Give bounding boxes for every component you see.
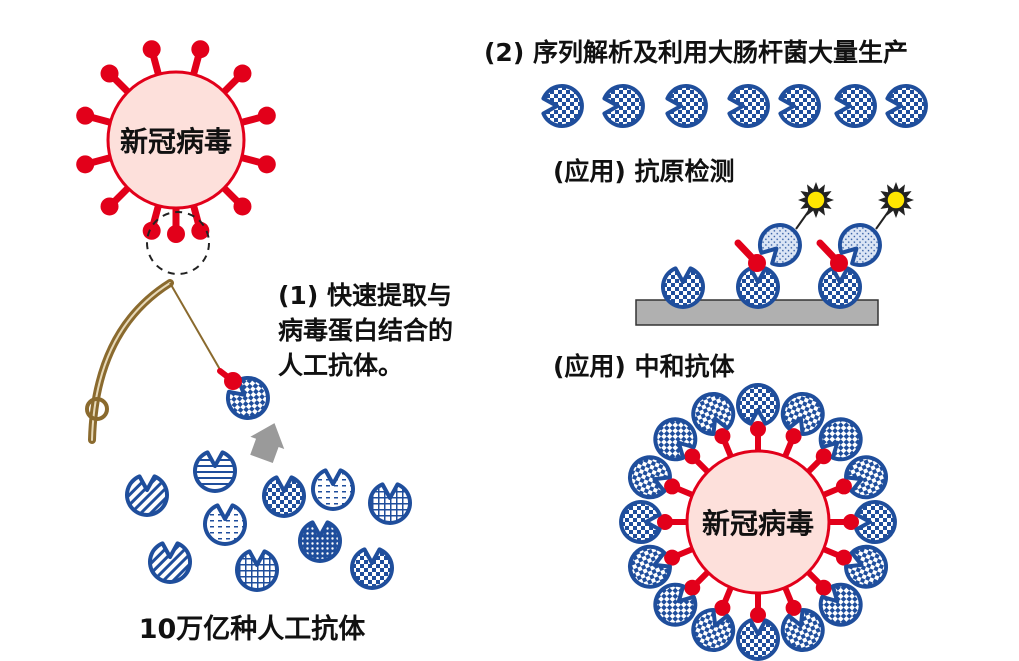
- spike-tip: [76, 155, 95, 174]
- library-antibody: [125, 474, 169, 517]
- produced-antibody: [665, 84, 708, 128]
- spike-tip: [76, 106, 95, 125]
- fishing-line: [169, 282, 223, 374]
- spike-tip: [750, 607, 766, 623]
- spike-tip: [257, 106, 276, 125]
- spike-tip: [664, 478, 681, 495]
- spike-tip: [142, 40, 161, 59]
- highlight-circle: [146, 211, 210, 275]
- spike-tip: [815, 448, 832, 465]
- signal-star-icon: [798, 182, 834, 218]
- virus-top-left: 新冠病毒: [76, 40, 276, 243]
- spike-tip: [684, 448, 701, 465]
- library-antibody: [298, 520, 342, 563]
- neutralizing-antibodies: [619, 383, 897, 661]
- spike-tip: [714, 428, 731, 445]
- step2-title: (2) 序列解析及利用大肠杆菌大量生产: [484, 38, 908, 67]
- step1-line3: 人工抗体。: [278, 351, 403, 380]
- fishing-rod: [85, 279, 223, 444]
- spike-tip: [191, 40, 210, 59]
- library-antibody: [350, 547, 394, 590]
- virus-label-2: 新冠病毒: [702, 507, 814, 540]
- spike-tip: [714, 599, 731, 616]
- spike-tip: [684, 579, 701, 596]
- detection-assay: [635, 182, 914, 326]
- library-antibody: [262, 475, 306, 518]
- produced-antibody: [834, 84, 877, 128]
- virus-label: 新冠病毒: [120, 125, 232, 158]
- spike-tip: [233, 197, 252, 216]
- spike-tip: [257, 155, 276, 174]
- library-antibody: [235, 549, 279, 592]
- library-antibody: [148, 541, 192, 584]
- spike-tip: [785, 599, 802, 616]
- detection-title: (应用) 抗原检测: [553, 157, 735, 186]
- selection-arrow: [250, 423, 285, 463]
- library-antibody: [203, 503, 247, 546]
- virus-body: [106, 70, 246, 210]
- spike-tip: [167, 225, 185, 243]
- spike-tip: [843, 514, 859, 530]
- library-antibody: [368, 482, 412, 525]
- spike-tip: [100, 197, 119, 216]
- antibody-library: [125, 450, 412, 592]
- virus-neutralized: 新冠病毒: [619, 383, 897, 661]
- library-caption: 10万亿种人工抗体: [139, 613, 367, 645]
- spike-tip: [815, 579, 832, 596]
- step1-text: (1) 快速提取与 病毒蛋白结合的 人工抗体。: [278, 281, 453, 380]
- neutralizing-antibody: [736, 618, 780, 661]
- spike-tip: [835, 549, 852, 566]
- produced-antibody: [778, 84, 821, 128]
- spike-tip: [657, 514, 673, 530]
- rod-reel: [85, 397, 109, 421]
- virus-spikes: [76, 40, 276, 243]
- spike-tip: [835, 478, 852, 495]
- spike-tip: [142, 221, 161, 240]
- produced-antibody: [602, 84, 645, 128]
- library-antibody: [311, 468, 355, 511]
- capture-antibody: [661, 266, 705, 309]
- produced-antibody: [541, 84, 584, 128]
- spike-tip: [750, 421, 766, 437]
- neutralizing-antibody: [736, 383, 780, 426]
- spike-tip: [100, 64, 119, 83]
- spike-tip: [191, 221, 210, 240]
- library-antibody: [193, 450, 237, 493]
- spike-tip: [785, 428, 802, 445]
- neutralization-title: (应用) 中和抗体: [553, 352, 736, 381]
- produced-antibodies: [541, 84, 928, 128]
- virus-body: [685, 449, 831, 595]
- spike-tip: [233, 64, 252, 83]
- signal-star-icon: [878, 182, 914, 218]
- capture-antibody: [818, 266, 862, 309]
- neutralizing-antibody: [619, 500, 662, 544]
- capture-antibody: [736, 266, 780, 309]
- hooked-antibody: [217, 368, 279, 429]
- step1-line1: (1) 快速提取与: [278, 281, 452, 310]
- step1-line2: 病毒蛋白结合的: [278, 316, 453, 345]
- spike-tip: [664, 549, 681, 566]
- neutralizing-antibody: [854, 500, 897, 544]
- produced-antibody: [727, 84, 770, 128]
- produced-antibody: [885, 84, 928, 128]
